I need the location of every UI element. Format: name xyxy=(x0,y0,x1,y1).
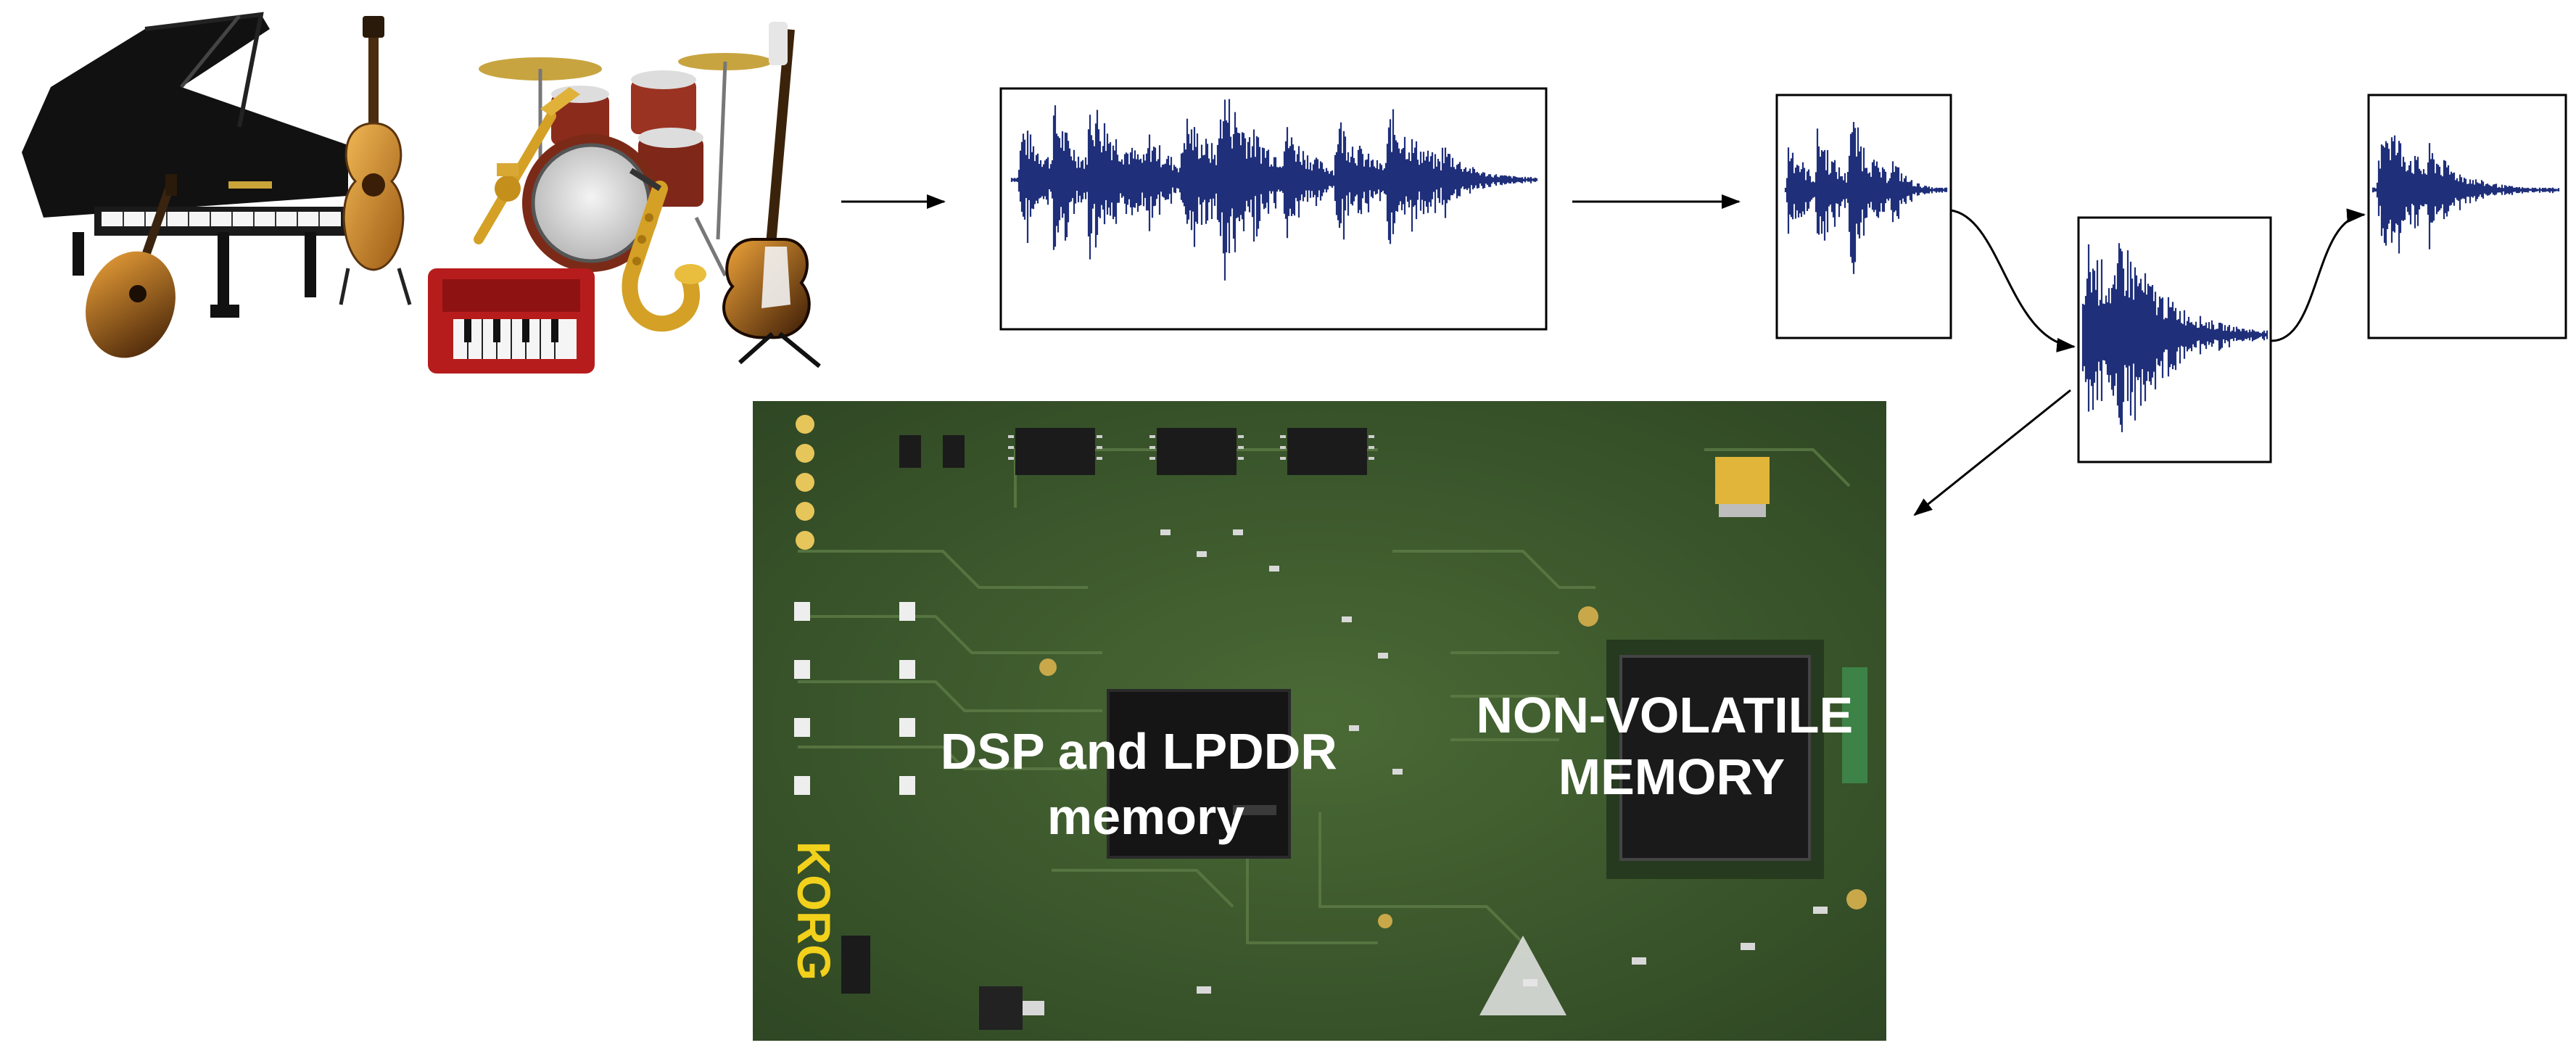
waveform-trace xyxy=(2081,243,2269,432)
waveform-trace xyxy=(2371,135,2560,254)
waveform-trace xyxy=(1784,122,1948,274)
arrow-to-memory-board xyxy=(1913,389,2071,516)
non-volatile-memory-label: NON-VOLATILE MEMORY xyxy=(1476,687,1867,805)
instruments-collage xyxy=(22,12,821,374)
drum-kit-icon xyxy=(479,53,772,277)
mandolin-icon xyxy=(86,174,177,358)
electric-guitar-icon xyxy=(722,22,821,368)
dsp-memory-label-line2: memory xyxy=(1047,788,1244,845)
waveform-icon xyxy=(2081,243,2269,432)
flow-arrows xyxy=(841,194,2366,516)
accordion-icon xyxy=(428,268,595,374)
arrow-processed-to-final xyxy=(2271,208,2366,342)
waveform-box-full xyxy=(999,87,1548,331)
arrow-sample-to-processed xyxy=(1950,209,2076,352)
non-volatile-memory-label-line1: NON-VOLATILE xyxy=(1476,687,1853,743)
dsp-memory-label-line1: DSP and LPDDR xyxy=(941,723,1337,780)
waveform-icon xyxy=(1784,122,1948,274)
waveform-trace xyxy=(1010,99,1538,281)
saxophone-icon xyxy=(622,168,706,332)
piano-icon xyxy=(22,12,348,318)
korg-logo: KORG xyxy=(788,841,840,981)
non-volatile-memory-label-line2: MEMORY xyxy=(1559,748,1785,805)
trumpet-icon xyxy=(474,87,580,244)
waveform-icon xyxy=(1010,99,1538,281)
acoustic-guitar-icon xyxy=(339,16,412,305)
dsp-memory-label: DSP and LPDDR memory xyxy=(941,723,1352,845)
korg-circuit-board: KORG DSP and LPDDR memory NON-VOLATILE M… xyxy=(753,401,1886,1041)
waveform-icon xyxy=(2371,135,2560,254)
